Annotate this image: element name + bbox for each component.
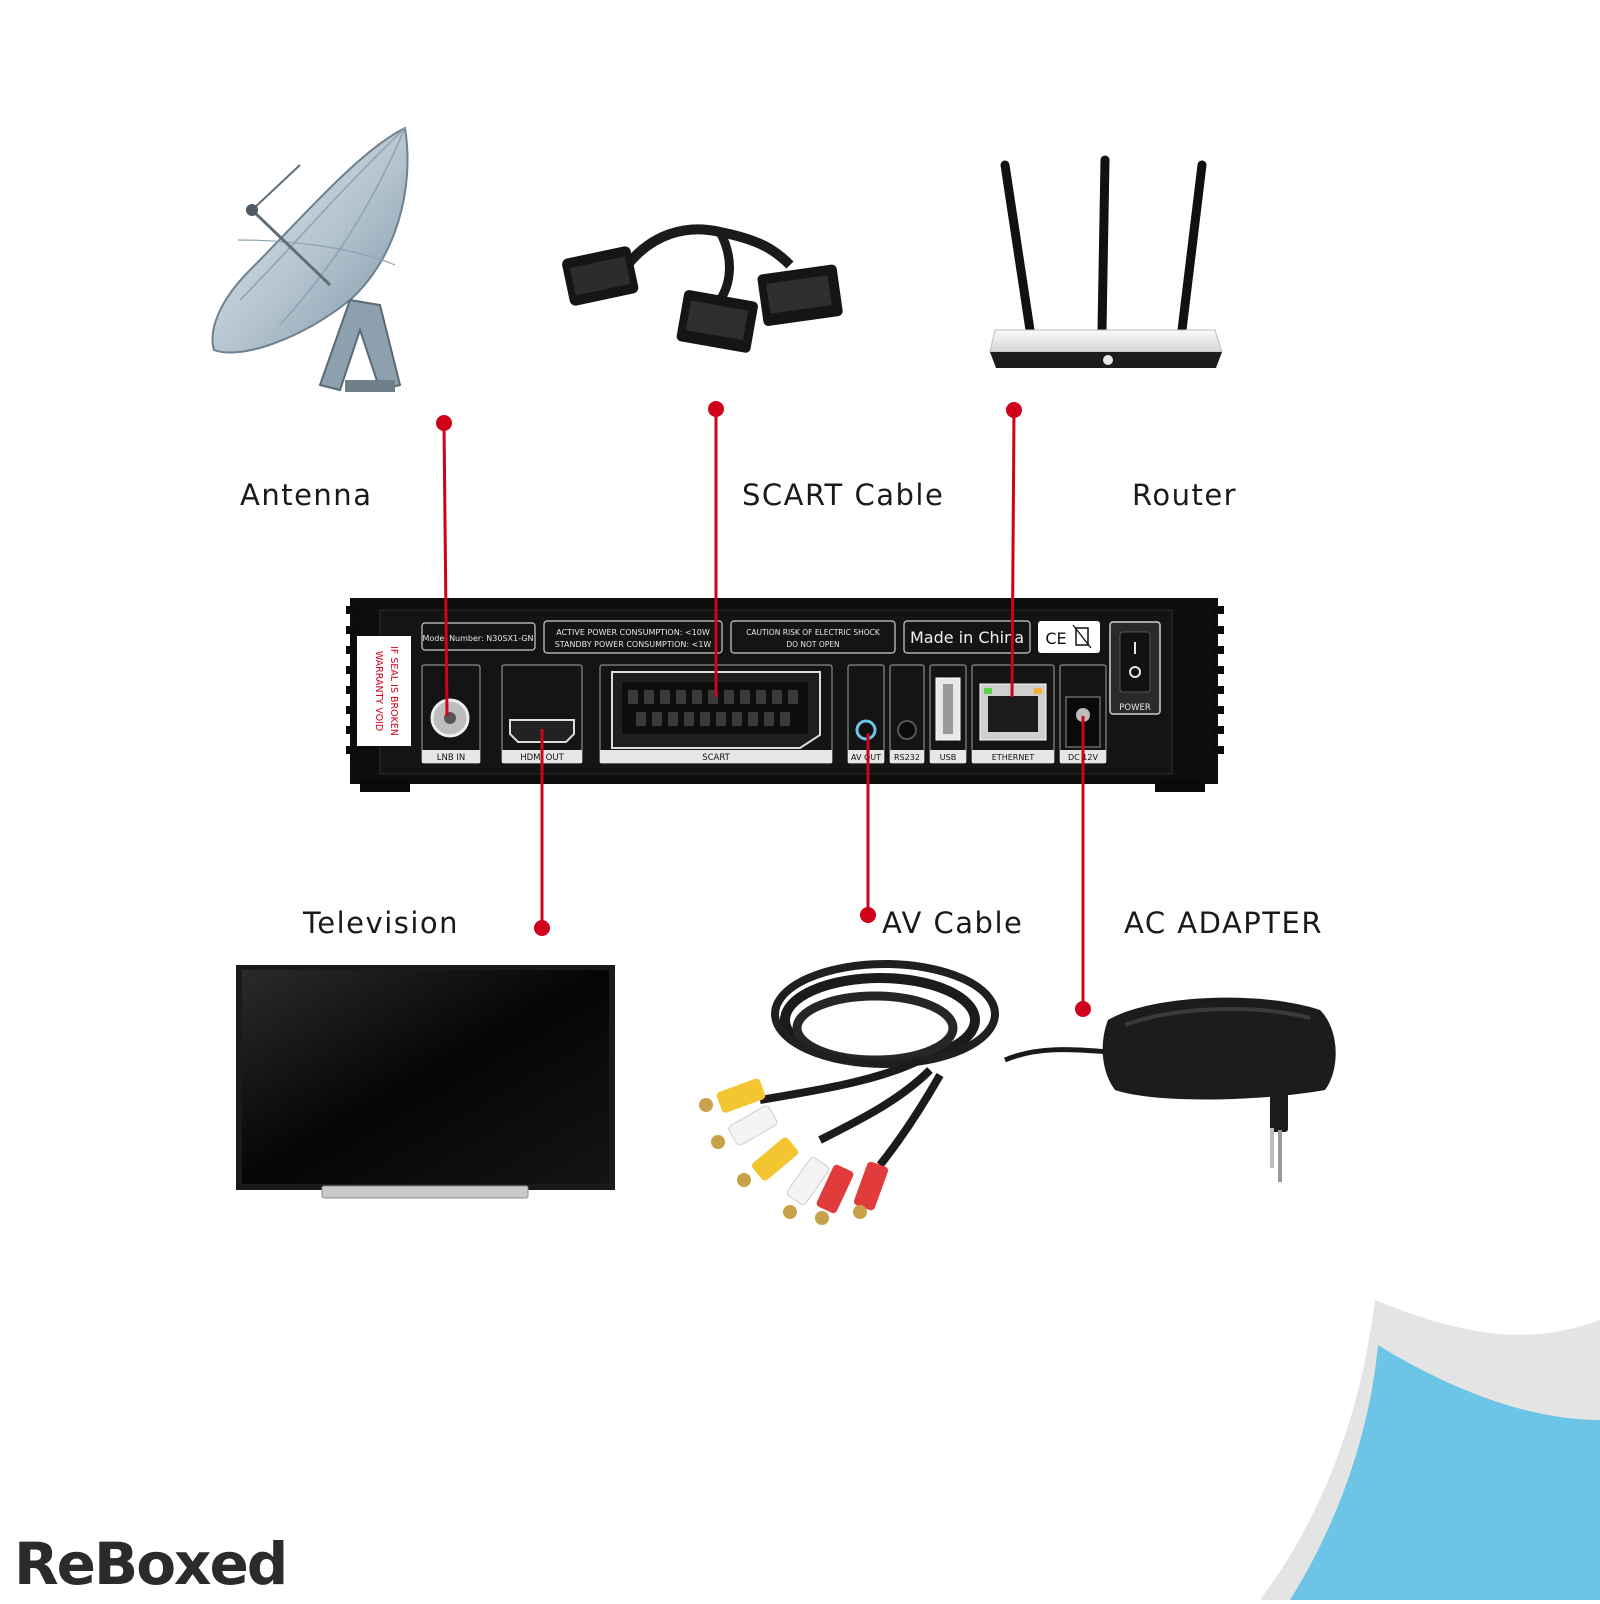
corner-decoration [1260, 1300, 1600, 1600]
rs232-connector [897, 720, 917, 740]
antenna-label: Antenna [240, 478, 373, 512]
port-label-ethernet: ETHERNET [992, 753, 1035, 762]
av-cable-image [699, 960, 999, 1225]
router-image [989, 155, 1223, 368]
router-connector-line [1010, 409, 1016, 698]
made-in-label: Made in China [910, 628, 1024, 647]
caution-text: CAUTION RISK OF ELECTRIC SHOCK [746, 628, 881, 637]
ac-adapter-label: AC ADAPTER [1124, 906, 1323, 940]
port-label-scart: SCART [702, 753, 730, 763]
port-label-av: AV OUT [851, 753, 881, 762]
router-dot [1006, 402, 1022, 418]
warranty-sticker [357, 636, 411, 746]
model-number: Model Number: N30SX1-GN [423, 634, 534, 643]
av-dot [860, 907, 876, 923]
warranty-text-1: WARRANTY VOID [373, 651, 384, 731]
television-image [236, 965, 615, 1199]
router-label: Router [1132, 478, 1238, 512]
antenna-connector-line [442, 422, 449, 717]
weee-bin-icon [1072, 624, 1092, 649]
ce-mark: CE [1045, 629, 1066, 648]
reboxed-logo: ReBoxed [14, 1530, 288, 1598]
caution-do-not-open: DO NOT OPEN [786, 640, 839, 649]
antenna-dot [436, 415, 452, 431]
adapter-dot [1075, 1001, 1091, 1017]
connector-dots [436, 401, 1091, 1017]
left-fins [346, 606, 358, 754]
port-label-rs232: RS232 [894, 753, 920, 762]
av-connector [855, 719, 877, 741]
ac-adapter-image [1004, 997, 1336, 1182]
warranty-text-2: IF SEAL IS BROKEN [388, 646, 399, 736]
power-consumption-active: ACTIVE POWER CONSUMPTION: <10W [556, 628, 710, 637]
port-label-lnb: LNB IN [437, 753, 466, 763]
av-cable-label: AV Cable [882, 906, 1024, 940]
port-label-usb: USB [940, 753, 956, 762]
television-label: Television [303, 906, 460, 940]
right-fins [1212, 606, 1224, 754]
antenna-image [211, 126, 409, 392]
connector-lines [442, 409, 1085, 1009]
scart-cable-image [562, 224, 843, 353]
receiver-rear-panel: WARRANTY VOID IF SEAL IS BROKEN Model Nu… [346, 598, 1224, 792]
scart-dot [708, 401, 724, 417]
power-consumption-standby: STANDBY POWER CONSUMPTION: <1W [555, 640, 712, 649]
scart-cable-label: SCART Cable [742, 478, 945, 512]
power-label: POWER [1119, 703, 1151, 713]
rca-plugs [699, 1078, 889, 1225]
television-dot [534, 920, 550, 936]
